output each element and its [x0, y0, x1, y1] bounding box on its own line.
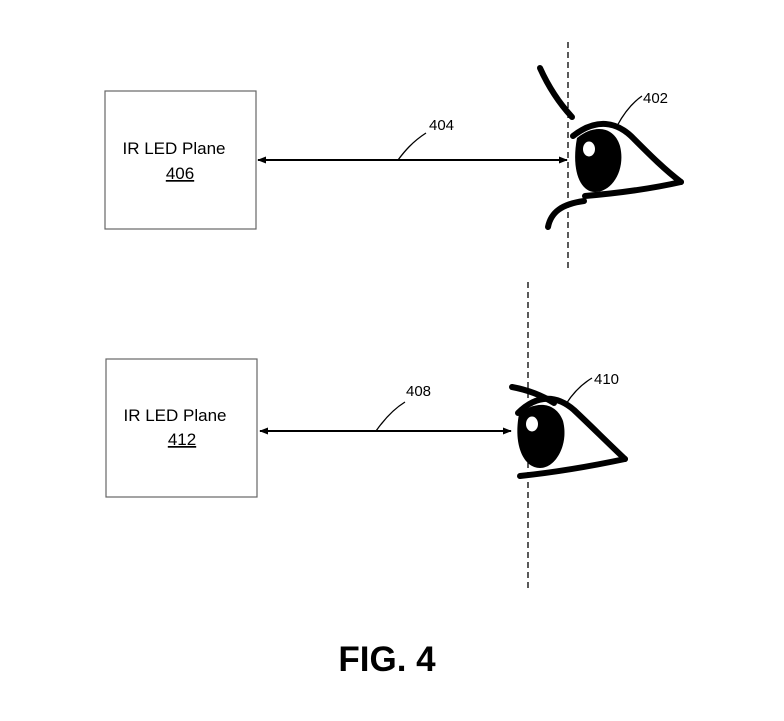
ref-402: 402 [643, 90, 668, 107]
eye-icon-410 [509, 384, 628, 479]
box-412-title: IR LED Plane [124, 406, 227, 425]
lower-lid-upper [582, 179, 684, 199]
leader-408 [375, 401, 406, 432]
leader-404 [397, 132, 427, 161]
eye-icon-402 [537, 65, 684, 230]
ir-led-plane-box-406 [104, 90, 257, 230]
iris-lower [517, 404, 565, 468]
pupil-highlight-lower [526, 416, 538, 432]
pupil-highlight-upper [583, 141, 595, 157]
lower-lid-lower [517, 456, 628, 479]
upper-arrangement: IR LED Plane 406 404 402 [104, 42, 684, 270]
ref-410: 410 [594, 371, 619, 388]
leader-402 [616, 95, 643, 127]
lower-arrangement: IR LED Plane 412 408 410 [105, 282, 628, 588]
box-406-ref: 406 [166, 164, 194, 183]
ref-404: 404 [429, 117, 454, 134]
eyelid-lower [515, 395, 628, 462]
leader-410 [565, 377, 593, 405]
cheek-curve-upper [545, 198, 587, 230]
eyebrow-upper [537, 65, 575, 120]
eyelid-upper [570, 120, 684, 185]
ref-408: 408 [406, 383, 431, 400]
box-406-title: IR LED Plane [123, 139, 226, 158]
box-412-ref: 412 [168, 430, 196, 449]
figure-caption: FIG. 4 [338, 640, 436, 679]
iris-upper [575, 128, 622, 192]
ir-led-plane-box-412 [105, 358, 258, 498]
